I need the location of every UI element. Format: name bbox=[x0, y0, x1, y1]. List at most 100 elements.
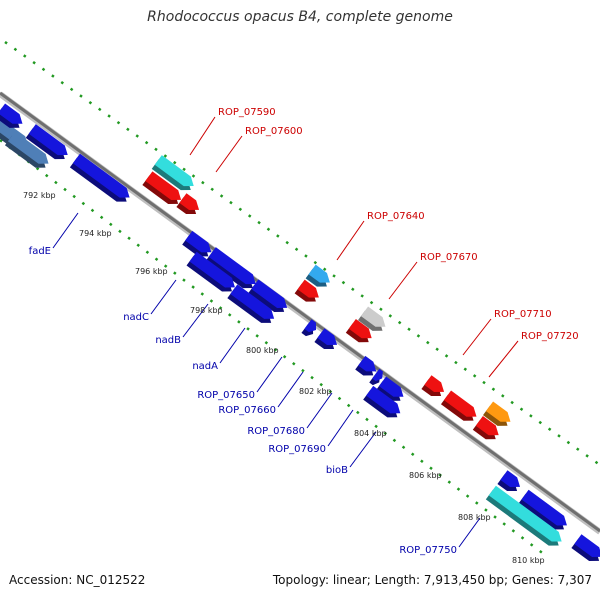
gene-arrow-15-face bbox=[521, 489, 567, 526]
gene-arrow-10[interactable] bbox=[345, 319, 375, 347]
gene-arrow-rop07720[interactable] bbox=[483, 401, 514, 430]
gene-arrow-7[interactable] bbox=[248, 279, 290, 316]
gene-arrow-3[interactable] bbox=[69, 153, 133, 207]
gene-arrow-4[interactable] bbox=[176, 193, 202, 219]
gene-arrow-10-face bbox=[348, 319, 372, 339]
gene-label-upper-2: ROP_07600 bbox=[245, 126, 303, 137]
callout-line-lower-10 bbox=[458, 517, 481, 548]
gene-arrow-bioB-face bbox=[366, 385, 401, 414]
gene-arrow-7-face bbox=[251, 279, 288, 308]
gene-arrow-9[interactable] bbox=[314, 328, 340, 354]
gene-arrow-6-face bbox=[208, 247, 256, 285]
gene-label-lower-3: nadB bbox=[155, 335, 181, 346]
gene-arrow-rop07640[interactable] bbox=[305, 264, 334, 292]
callout-line-lower-4 bbox=[219, 327, 246, 364]
gene-arrow-rop07590-face bbox=[154, 155, 194, 187]
gene-arrow-13-face bbox=[475, 416, 499, 436]
position-label-6: 802 kbp bbox=[299, 387, 332, 396]
gene-arrow-nadB-face bbox=[230, 284, 275, 319]
gene-label-upper-5: ROP_07710 bbox=[494, 309, 552, 320]
gene-label-upper-1: ROP_07590 bbox=[218, 107, 276, 118]
gene-arrow-16-face bbox=[574, 534, 600, 557]
gene-arrow-rop07750-face bbox=[488, 485, 562, 542]
callout-line-upper-5 bbox=[462, 318, 492, 356]
gene-arrow-5-face bbox=[185, 230, 212, 253]
gene-arrow-rop07670-face bbox=[360, 306, 386, 327]
position-label-7: 804 kbp bbox=[354, 429, 387, 438]
position-label-4: 798 kbp bbox=[190, 306, 223, 315]
gene-arrow-3-face bbox=[72, 153, 130, 198]
gene-label-lower-9: bioB bbox=[326, 465, 348, 476]
callout-line-lower-6 bbox=[277, 371, 304, 408]
callout-line-lower-9 bbox=[349, 431, 377, 468]
position-label-1: 792 kbp bbox=[23, 191, 56, 200]
gene-arrow-bioB[interactable] bbox=[363, 385, 404, 422]
gene-arrow-nadC-face bbox=[189, 251, 235, 288]
gene-arrow-steel-2[interactable] bbox=[4, 131, 52, 173]
gene-arrow-15[interactable] bbox=[518, 489, 571, 534]
gene-arrow-12[interactable] bbox=[440, 390, 480, 426]
gene-arrow-rop07650[interactable] bbox=[355, 355, 380, 380]
gene-arrow-1[interactable] bbox=[0, 103, 26, 132]
gene-label-lower-1: fadE bbox=[29, 246, 51, 257]
gene-arrow-11[interactable] bbox=[376, 376, 407, 405]
position-label-10: 810 kbp bbox=[512, 556, 545, 565]
gene-arrow-1-face bbox=[0, 103, 23, 124]
gene-arrow-2[interactable] bbox=[25, 124, 72, 164]
gene-features bbox=[0, 103, 600, 565]
gene-arrow-rop07600[interactable] bbox=[142, 171, 184, 208]
gene-arrow-13[interactable] bbox=[472, 416, 502, 444]
gene-arrow-nadA[interactable] bbox=[301, 319, 319, 339]
callout-line-upper-6 bbox=[488, 340, 519, 378]
gene-label-lower-7: ROP_07680 bbox=[247, 426, 305, 437]
gene-label-lower-10: ROP_07750 bbox=[399, 545, 457, 556]
gene-arrow-steel-2-face bbox=[7, 131, 49, 164]
position-label-5: 800 kbp bbox=[246, 346, 279, 355]
gene-arrow-rop07670[interactable] bbox=[358, 306, 389, 335]
callout-line-lower-1 bbox=[52, 212, 79, 249]
gene-label-lower-6: ROP_07660 bbox=[218, 405, 276, 416]
gene-arrow-8-face bbox=[297, 279, 319, 298]
gene-arrow-6[interactable] bbox=[205, 247, 260, 293]
callout-line-upper-4 bbox=[388, 261, 418, 300]
callout-line-lower-3 bbox=[182, 303, 209, 338]
callout-line-upper-2 bbox=[215, 135, 243, 173]
gene-arrow-2-face bbox=[28, 124, 68, 156]
gene-label-lower-2: nadC bbox=[123, 312, 149, 323]
gene-arrow-nadC[interactable] bbox=[186, 251, 239, 296]
gene-label-upper-3: ROP_07640 bbox=[367, 211, 425, 222]
callout-line-upper-3 bbox=[336, 220, 365, 261]
gene-arrow-14-face bbox=[500, 470, 521, 488]
gene-arrow-rop07590[interactable] bbox=[151, 155, 198, 195]
topology-text: Topology: linear; Length: 7,913,450 bp; … bbox=[272, 573, 592, 587]
gene-arrow-5[interactable] bbox=[182, 230, 215, 261]
gene-arrow-4-face bbox=[179, 193, 200, 211]
gene-arrow-rop07600-face bbox=[145, 171, 182, 200]
gene-arrow-11-face bbox=[378, 376, 404, 397]
gene-arrow-rop07660[interactable] bbox=[369, 368, 386, 387]
gene-arrow-nadB[interactable] bbox=[227, 284, 277, 327]
gene-arrow-rop07750[interactable] bbox=[485, 485, 565, 551]
gene-label-lower-8: ROP_07690 bbox=[268, 444, 326, 455]
gene-label-upper-4: ROP_07670 bbox=[420, 252, 478, 263]
gene-arrow-16[interactable] bbox=[571, 534, 600, 565]
gene-arrow-nadA-face bbox=[304, 319, 317, 333]
gene-label-upper-6: ROP_07720 bbox=[521, 331, 579, 342]
gene-arrow-rop07710-face bbox=[424, 375, 445, 393]
gene-label-lower-4: nadA bbox=[192, 361, 218, 372]
callout-line-lower-8 bbox=[327, 409, 354, 447]
gene-arrow-14[interactable] bbox=[497, 470, 523, 496]
callout-line-lower-7 bbox=[306, 392, 333, 429]
accession-text: Accession: NC_012522 bbox=[9, 573, 146, 587]
gene-arrow-8[interactable] bbox=[294, 279, 323, 307]
gene-arrow-12-face bbox=[443, 390, 477, 417]
gene-label-callouts: ROP_07590ROP_07600ROP_07640ROP_07670ROP_… bbox=[23, 107, 579, 565]
gene-arrow-9-face bbox=[317, 328, 338, 346]
callout-line-lower-2 bbox=[150, 279, 177, 315]
callout-line-upper-1 bbox=[189, 116, 216, 156]
gene-arrow-rop07650-face bbox=[358, 355, 377, 372]
position-label-3: 796 kbp bbox=[135, 267, 168, 276]
position-label-8: 806 kbp bbox=[409, 471, 442, 480]
gene-arrow-rop07710[interactable] bbox=[421, 375, 447, 401]
